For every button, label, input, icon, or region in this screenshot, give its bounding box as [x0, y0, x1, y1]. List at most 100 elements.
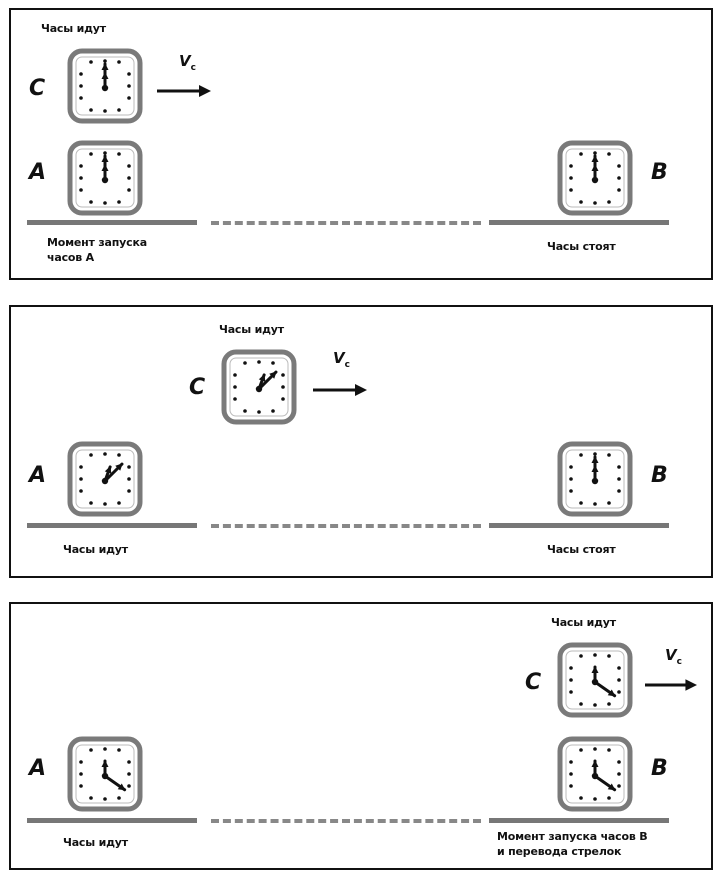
clock-dot — [569, 477, 573, 481]
clock-inner-frame — [75, 148, 135, 208]
clock-dot — [243, 409, 247, 413]
clock-c — [221, 349, 297, 425]
clock-dot — [233, 397, 237, 401]
clock-dot — [607, 501, 611, 505]
letter-b: B — [651, 756, 668, 781]
clock-c-label: Часы идут — [551, 616, 616, 629]
clock-dot — [127, 164, 131, 168]
clock-minute-hand-tip — [591, 456, 599, 463]
clock-dot — [127, 72, 131, 76]
clock-inner-frame — [75, 56, 135, 116]
clock-dot — [617, 690, 621, 694]
clock-dot — [127, 84, 131, 88]
clock-dot — [569, 690, 573, 694]
clock-dot — [281, 385, 285, 389]
clock-dot — [569, 465, 573, 469]
letter-b: B — [651, 463, 668, 488]
clock-dot — [127, 477, 131, 481]
letter-a: A — [29, 756, 47, 781]
clock-hour-hand-tip — [104, 465, 112, 474]
velocity-arrow — [645, 679, 697, 691]
clock-dot — [607, 152, 611, 156]
clock-dot — [103, 747, 107, 751]
velocity-label: Vc — [333, 349, 350, 370]
clock-dot — [607, 654, 611, 658]
clock-dot — [103, 797, 107, 801]
clock-dot — [117, 200, 121, 204]
velocity-symbol: V — [665, 646, 677, 664]
letter-b: B — [651, 160, 668, 185]
letter-c: C — [29, 76, 46, 101]
clock-dot — [569, 489, 573, 493]
letter-c: C — [525, 670, 542, 695]
velocity-subscript: c — [190, 63, 196, 73]
clock-inner-frame — [75, 449, 135, 509]
clock-dot — [127, 784, 131, 788]
clock-dot — [617, 678, 621, 682]
clock-dot — [89, 453, 93, 457]
clock-dot — [79, 188, 83, 192]
clock-dot — [617, 188, 621, 192]
clock-center — [591, 176, 599, 184]
clock-dot — [617, 489, 621, 493]
clock-minute-hand-tip — [117, 783, 126, 791]
clock-hour-hand-tip — [591, 760, 599, 767]
clock-minute-hand-tip — [101, 63, 109, 70]
clock-dot — [117, 453, 121, 457]
clock-dot — [569, 678, 573, 682]
clock-dot — [233, 385, 237, 389]
clock-inner-frame — [229, 357, 289, 417]
clock-dot — [79, 465, 83, 469]
clock-dot — [617, 784, 621, 788]
clock-dot — [103, 109, 107, 113]
clock-dot — [607, 453, 611, 457]
clock-dot — [271, 361, 275, 365]
clock-dot — [579, 702, 583, 706]
ground-dashed — [211, 221, 481, 225]
clock-dot — [569, 772, 573, 776]
clock-dot — [79, 489, 83, 493]
clock-dot — [117, 796, 121, 800]
clock-dot — [127, 465, 131, 469]
clock-dot — [579, 654, 583, 658]
clock-dot — [127, 489, 131, 493]
clock-dot — [617, 164, 621, 168]
clock-dot — [593, 502, 597, 506]
clock-hour-hand-tip — [101, 164, 109, 171]
velocity-label: Vc — [665, 646, 682, 667]
clock-dot — [569, 784, 573, 788]
clock-minute-hand-tip — [591, 155, 599, 162]
clock-dot — [79, 84, 83, 88]
clock-dot — [89, 748, 93, 752]
clock-minute-hand-tip — [101, 155, 109, 162]
clock-minute-hand-tip — [607, 689, 616, 697]
caption-a: Часы идут — [63, 836, 128, 849]
clock-minute-hand-tip — [607, 783, 616, 791]
clock-a — [67, 441, 143, 517]
clock-dot — [617, 477, 621, 481]
clock-center — [591, 772, 599, 780]
caption-a-line2: часов А — [47, 251, 94, 264]
clock-dot — [117, 108, 121, 112]
clock-inner-frame — [565, 650, 625, 710]
clock-dot — [579, 453, 583, 457]
ground-left — [27, 220, 197, 225]
clock-dot — [607, 748, 611, 752]
clock-center — [101, 84, 109, 92]
clock-dot — [617, 465, 621, 469]
clock-dot — [569, 188, 573, 192]
ground-left — [27, 818, 197, 823]
clock-dot — [89, 108, 93, 112]
clock-hour-hand-tip — [591, 465, 599, 472]
clock-dot — [579, 152, 583, 156]
clock-dot — [103, 151, 107, 155]
clock-dot — [617, 760, 621, 764]
letter-c: C — [189, 375, 206, 400]
panel-2: Часы идут C Vc A B Часы идут Часы стоят — [9, 305, 713, 578]
clock-c-label: Часы идут — [219, 323, 284, 336]
clock-center — [101, 176, 109, 184]
clock-minute-hand-tip — [269, 371, 277, 379]
clock-dot — [79, 784, 83, 788]
clock-center — [255, 385, 263, 393]
ground-dashed — [211, 819, 481, 823]
